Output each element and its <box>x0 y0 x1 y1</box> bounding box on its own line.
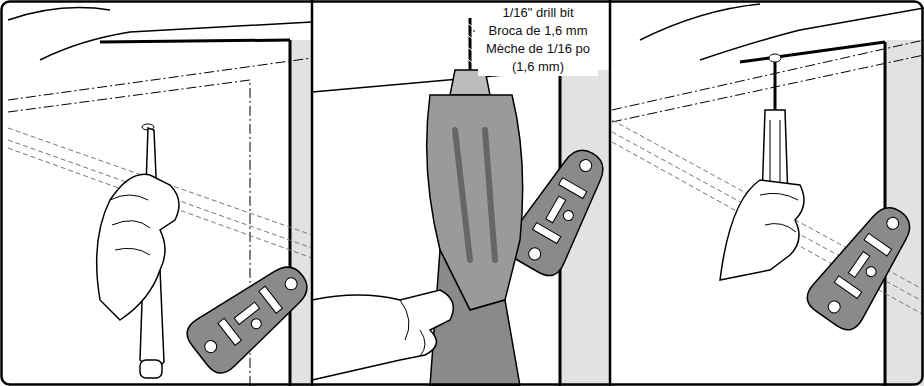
part-label: Mèche de 1/16 po (1,6 mm) <box>478 40 598 76</box>
panel-drive-screw <box>612 4 924 386</box>
panel-drill-hole <box>312 18 619 386</box>
part-label: 1/16" drill bit <box>478 4 598 22</box>
panel-mark-hole <box>8 8 321 386</box>
label-column: 1/16" drill bitBroca de 1,6 mmMèche de 1… <box>478 4 598 76</box>
part-label: Broca de 1,6 mm <box>478 22 598 40</box>
leader-line <box>473 31 475 32</box>
